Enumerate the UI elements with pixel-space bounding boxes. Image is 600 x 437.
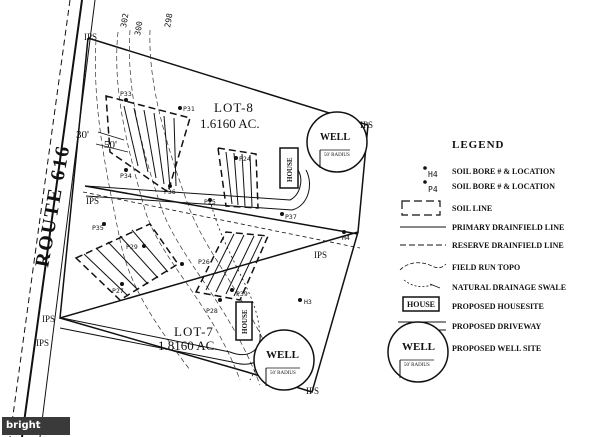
legend-title: LEGEND xyxy=(452,139,504,151)
soil-bore-label: P27 xyxy=(112,287,124,295)
legend-label-field-run-topo: FIELD RUN TOPO xyxy=(452,263,520,272)
legend-label-soil-bore-p: SOIL BORE # & LOCATION xyxy=(452,182,555,191)
legend-symbol-house: HOUSE xyxy=(407,300,435,309)
legend-symbol-well: WELL xyxy=(402,341,435,353)
legend-symbol-p4: P4 xyxy=(428,185,438,194)
setback-30-label: 30' xyxy=(76,129,89,141)
ips-label: IPS xyxy=(360,120,373,130)
soil-bore-label: P35 xyxy=(92,224,104,232)
lot8-name: LOT-8 xyxy=(214,100,254,115)
road-edges xyxy=(9,0,96,437)
contour-label-300: 300 xyxy=(133,20,144,36)
soil-bore-label: H3 xyxy=(304,298,312,306)
soil-bore-label: P24 xyxy=(239,155,251,163)
contour-label-302: 302 xyxy=(119,12,130,28)
well-lot7-radius: 50' RADIUS xyxy=(270,371,296,376)
legend: LEGEND H4 SOIL BORE # & LOCATION P4 SOIL… xyxy=(387,139,566,383)
house-lot8: HOUSE xyxy=(279,147,299,189)
road-label: ROUTE 616 xyxy=(31,143,74,269)
soil-bore-label: P31 xyxy=(183,105,195,113)
well-lot7-label: WELL xyxy=(266,349,299,361)
legend-label-drainage-swale: NATURAL DRAINAGE SWALE xyxy=(452,283,566,292)
lot8-area: 1.6160 AC. xyxy=(200,116,260,131)
soil-bore-label: H4 xyxy=(342,234,350,242)
soil-bore-label: P37 xyxy=(285,213,297,221)
legend-symbol-h4: H4 xyxy=(428,170,438,179)
well-lot8-radius: 50' RADIUS xyxy=(324,153,350,158)
well-lot8-label: WELL xyxy=(320,132,350,143)
ips-label: IPS xyxy=(42,314,55,324)
soil-bore-label: P34 xyxy=(120,172,132,180)
soil-bore-label: P39 xyxy=(236,290,248,298)
watermark-logo: bright xyxy=(2,417,70,435)
well-lot7 xyxy=(253,329,315,391)
legend-label-driveway: PROPOSED DRIVEWAY xyxy=(452,322,541,331)
soil-bore-label: P33 xyxy=(120,90,132,98)
lot7-name: LOT-7 xyxy=(174,324,214,339)
ips-label: IPS xyxy=(84,32,97,42)
house-lot7-label: HOUSE xyxy=(241,309,249,334)
lot7-drainfield xyxy=(74,223,270,301)
house-lot7: HOUSE xyxy=(235,301,253,341)
legend-label-primary-drainfield: PRIMARY DRAINFIELD LINE xyxy=(452,223,564,232)
soil-bore-label: P28 xyxy=(206,307,218,315)
ips-label: IPS xyxy=(306,386,319,396)
legend-label-housesite: PROPOSED HOUSESITE xyxy=(452,302,544,311)
legend-label-reserve-drainfield: RESERVE DRAINFIELD LINE xyxy=(452,241,564,250)
field-run-topo xyxy=(95,29,283,386)
legend-label-soil-line: SOIL LINE xyxy=(452,204,492,213)
well-lot8 xyxy=(306,111,368,173)
house-lot8-label: HOUSE xyxy=(286,157,294,182)
contour-label-298: 298 xyxy=(163,12,174,28)
ips-label: IPS xyxy=(86,196,99,206)
legend-symbol-well-radius: 50' RADIUS xyxy=(404,363,430,368)
setback-50-label: 50' xyxy=(104,139,117,151)
soil-bore-label: P25 xyxy=(204,198,216,206)
lot8-drainfield xyxy=(105,95,259,209)
legend-label-soil-bore-h: SOIL BORE # & LOCATION xyxy=(452,167,555,176)
soil-bore-label: P26 xyxy=(198,258,210,266)
soil-bores: P33 P31 P34 P24 P36 P25 P37 P35 P29 P26 … xyxy=(92,90,350,315)
legend-label-well-site: PROPOSED WELL SITE xyxy=(452,344,541,353)
ips-label: IPS xyxy=(314,250,327,260)
ips-label: IPS xyxy=(36,338,49,348)
setback-dimensions xyxy=(95,131,129,153)
iron-pins: IPS IPS IPS IPS IPS IPS IPS xyxy=(36,32,373,396)
lot7-area: 1.8160 AC. xyxy=(158,338,218,353)
soil-bore-label: P29 xyxy=(126,243,138,251)
soil-bore-label: P36 xyxy=(164,188,176,196)
